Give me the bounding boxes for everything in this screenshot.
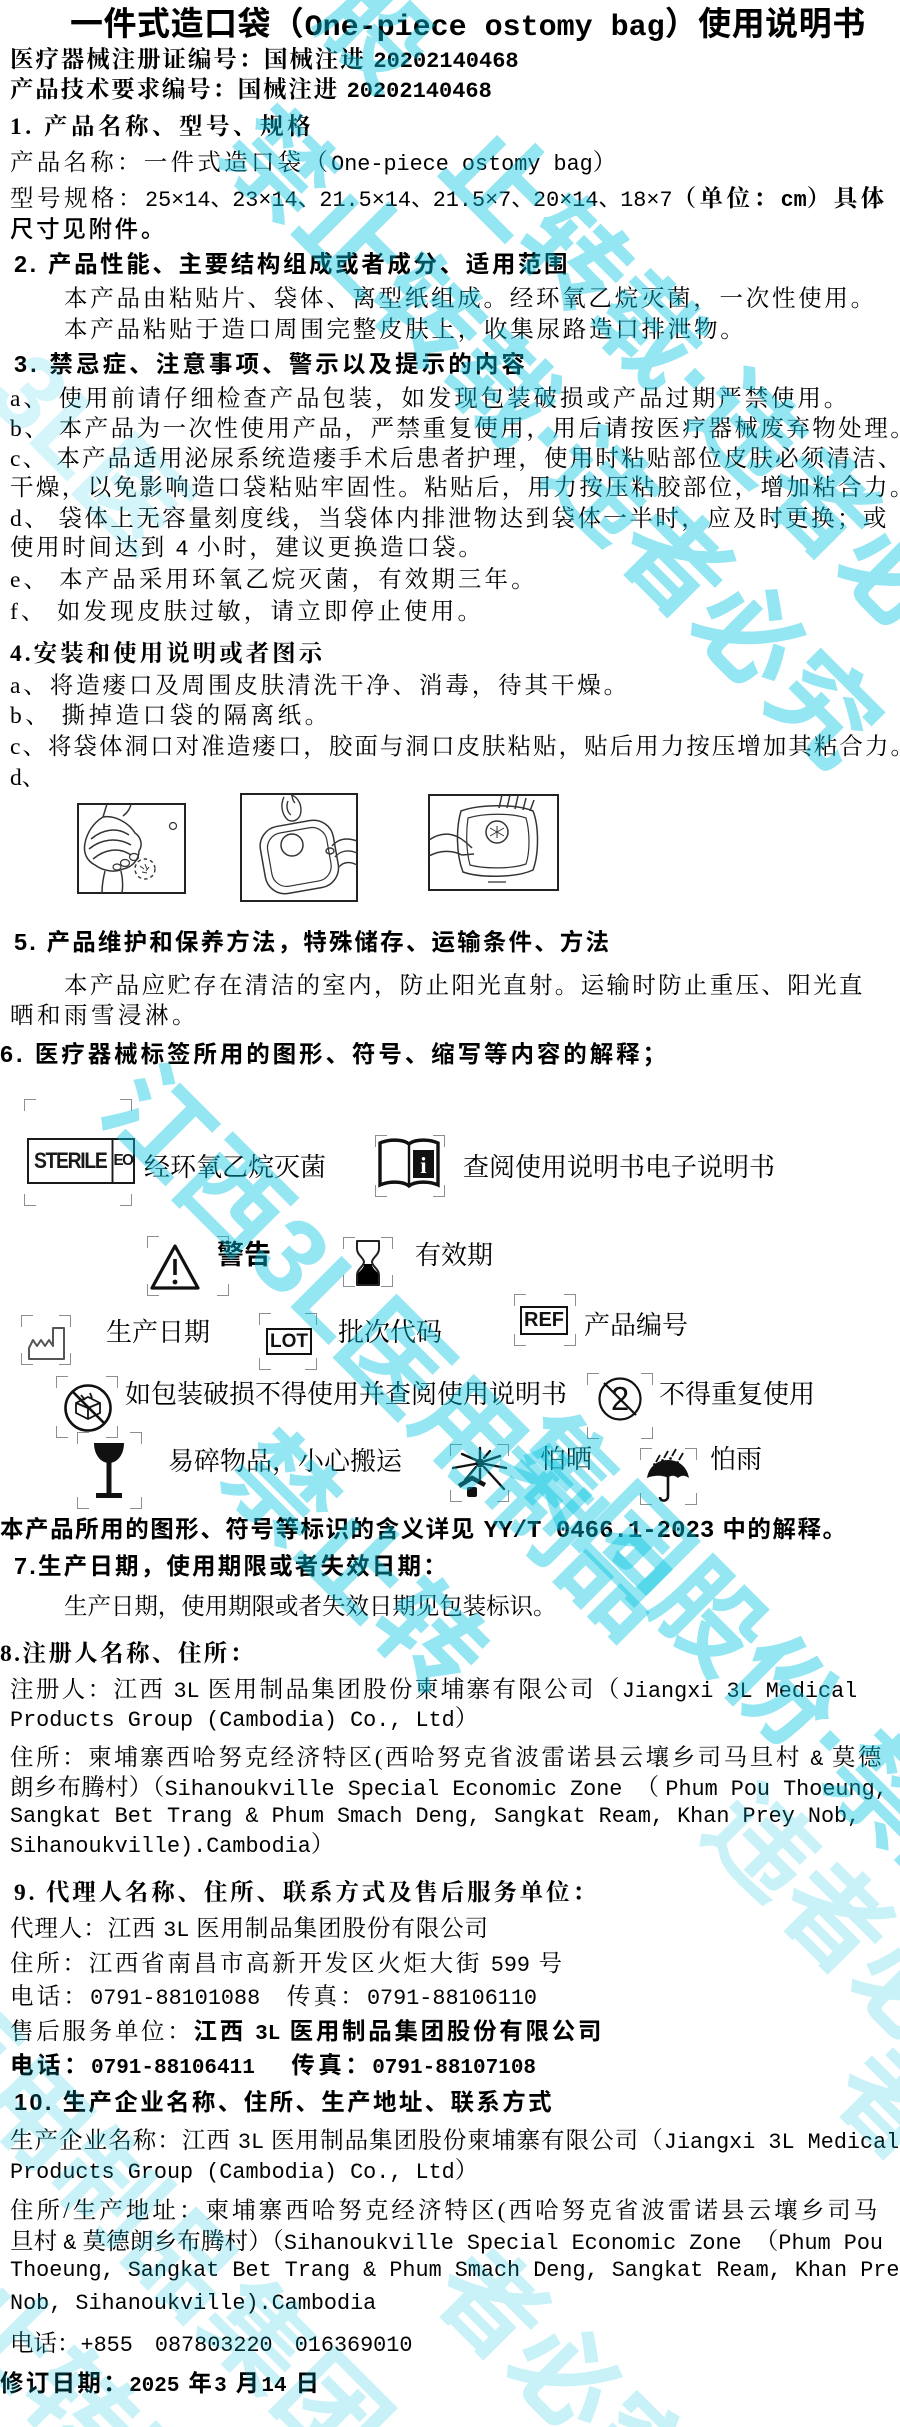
svg-text:i: i: [420, 1153, 427, 1178]
